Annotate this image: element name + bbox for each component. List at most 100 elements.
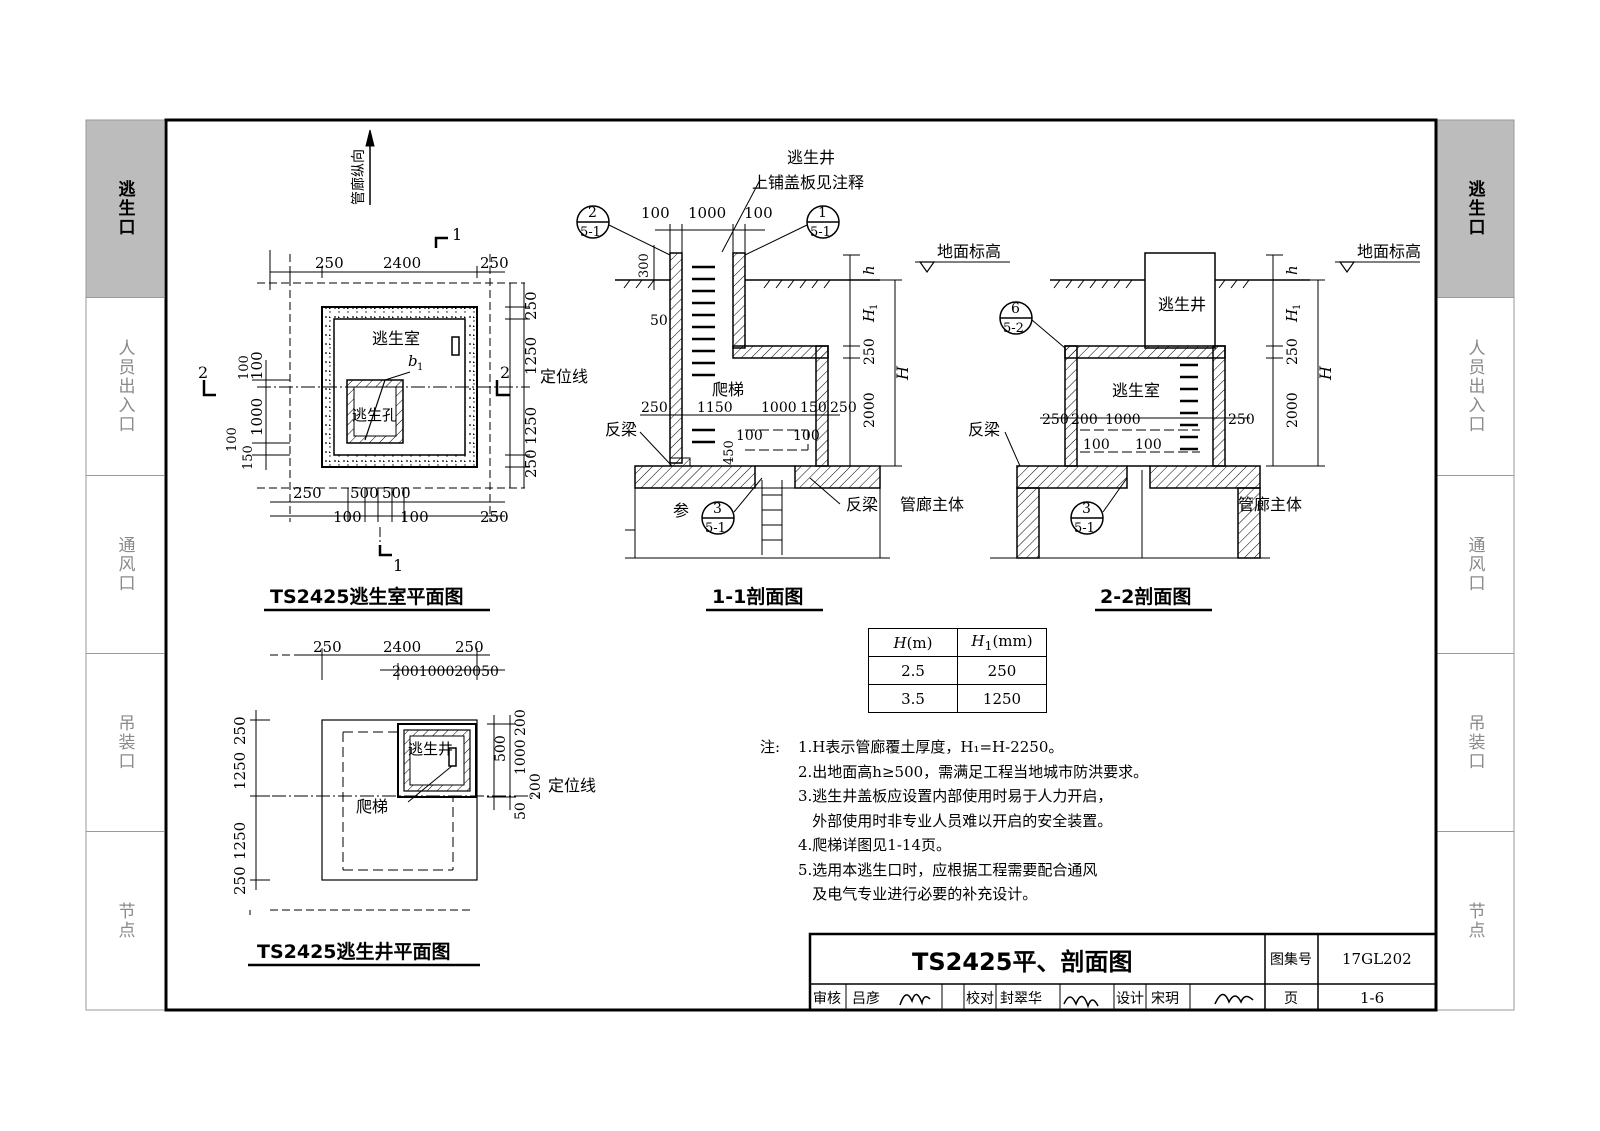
dim-text: 150 bbox=[800, 400, 827, 416]
table-header: H(m) bbox=[868, 628, 958, 657]
callout-num: 1 bbox=[818, 205, 827, 221]
H-label: H bbox=[893, 365, 912, 381]
dim-text: 1000 bbox=[1105, 412, 1141, 428]
dim-text: 100 bbox=[248, 351, 266, 380]
signature-checker bbox=[1063, 995, 1099, 1009]
header-unit: (m) bbox=[906, 633, 933, 652]
H1-subscript: 1 bbox=[869, 304, 880, 310]
tab-nodes-right[interactable]: 节点 bbox=[1436, 832, 1514, 1010]
atlas-label: 图集号 bbox=[1270, 951, 1312, 968]
tab-hoisting[interactable]: 吊装口 bbox=[86, 654, 164, 832]
hole-label: 逃生孔 bbox=[352, 406, 397, 424]
dim-text: 100 bbox=[225, 427, 240, 452]
well-label: 逃生井 bbox=[787, 148, 835, 167]
ground-label: 地面标高 bbox=[1357, 242, 1421, 261]
tab-personnel-entrance-right[interactable]: 人员出入口 bbox=[1436, 298, 1514, 476]
tab-personnel-entrance[interactable]: 人员出入口 bbox=[86, 298, 164, 476]
plan2-escape-well-plan bbox=[248, 648, 540, 967]
page-label: 页 bbox=[1284, 991, 1298, 1007]
dim-text: 100 bbox=[333, 508, 362, 526]
dim-text: 250 bbox=[830, 400, 857, 416]
dim-text: 1150 bbox=[697, 400, 733, 416]
dim-text: 250 bbox=[522, 449, 540, 478]
dim-text: 250 bbox=[231, 866, 249, 895]
callout-ref: 5-1 bbox=[810, 225, 831, 240]
section-1-1 bbox=[576, 179, 1010, 612]
note-item: 2.出地面高h≥500，需满足工程当地城市防洪要求。 bbox=[798, 762, 1149, 781]
direction-label: 管廊纵向 bbox=[350, 149, 367, 205]
header-subscript: 1 bbox=[984, 638, 993, 653]
locate-label: 定位线 bbox=[548, 776, 596, 795]
dim-text: 250 bbox=[1228, 412, 1255, 428]
note-item: 外部使用时非专业人员难以开启的安全装置。 bbox=[798, 811, 1113, 830]
main-frame bbox=[164, 118, 1438, 1012]
callout-num: 2 bbox=[588, 205, 597, 221]
table-cell: 1250 bbox=[957, 684, 1047, 713]
ladder-label: 爬梯 bbox=[356, 797, 388, 816]
plan1-title: TS2425逃生室平面图 bbox=[270, 585, 464, 608]
tab-label: 节点 bbox=[114, 902, 135, 940]
tab-label: 吊装口 bbox=[114, 714, 135, 771]
section1-title: 1-1剖面图 bbox=[712, 585, 803, 608]
cut-label-2-left: 2 bbox=[198, 363, 208, 382]
reverse-beam-label: 反梁 bbox=[846, 495, 878, 514]
north-arrow-icon bbox=[365, 129, 375, 205]
tab-nodes[interactable]: 节点 bbox=[86, 832, 164, 1010]
dim-text: 200100020050 bbox=[392, 664, 499, 680]
b-subscript: 1 bbox=[417, 362, 423, 373]
tab-ventilation-right[interactable]: 通风口 bbox=[1436, 476, 1514, 654]
dim-text: 1000 bbox=[513, 739, 529, 775]
note-item: 5.选用本逃生口时，应根据工程需要配合通风 bbox=[798, 860, 1098, 879]
dim-text: 1000 bbox=[688, 204, 726, 222]
table-row: 2.5 250 bbox=[868, 656, 1047, 685]
note-item: 4.爬梯详图见1-14页。 bbox=[798, 836, 952, 854]
dim-text: 1250 bbox=[231, 822, 249, 860]
callout-num: 3 bbox=[713, 501, 722, 517]
dim-text: 250 bbox=[455, 638, 484, 656]
table-row: 3.5 1250 bbox=[868, 684, 1047, 713]
dim-text: 250 bbox=[315, 254, 344, 272]
room-label: 逃生室 bbox=[372, 329, 420, 348]
plan2-title: TS2425逃生井平面图 bbox=[257, 940, 451, 963]
ladder-label: 爬梯 bbox=[712, 380, 744, 399]
cut-label-1-bottom: 1 bbox=[393, 556, 403, 575]
table-cell: 250 bbox=[957, 656, 1047, 685]
tab-hoisting-right[interactable]: 吊装口 bbox=[1436, 654, 1514, 832]
dim-text: 2000 bbox=[862, 392, 878, 428]
dim-text: 250 bbox=[480, 254, 509, 272]
dim-text: 300 bbox=[637, 253, 652, 278]
checker-name: 封翠华 bbox=[1000, 991, 1042, 1007]
cover-note: 上铺盖板见注释 bbox=[752, 173, 864, 192]
dim-text: 2400 bbox=[383, 638, 421, 656]
design-label: 设计 bbox=[1116, 991, 1144, 1007]
designer-name: 宋玥 bbox=[1151, 991, 1179, 1007]
dim-text: 250 bbox=[1042, 412, 1069, 428]
tab-label: 人员出入口 bbox=[114, 339, 135, 434]
dim-text: 50 bbox=[650, 313, 668, 329]
tab-escape-exit-right[interactable]: 逃生口 bbox=[1436, 120, 1514, 298]
dim-text: 100 bbox=[1083, 437, 1110, 453]
dim-text: 250 bbox=[313, 638, 342, 656]
h-label: h bbox=[860, 265, 878, 275]
dim-text: 100 bbox=[1135, 437, 1162, 453]
tab-ventilation[interactable]: 通风口 bbox=[86, 476, 164, 654]
ground-label: 地面标高 bbox=[937, 242, 1001, 261]
section2-title: 2-2剖面图 bbox=[1100, 585, 1191, 608]
tab-escape-exit[interactable]: 逃生口 bbox=[86, 120, 164, 298]
callout-num: 6 bbox=[1011, 301, 1020, 317]
dim-text: 1000 bbox=[761, 400, 797, 416]
callout-ref: 5-1 bbox=[705, 521, 726, 536]
dim-text: 100 bbox=[793, 428, 820, 444]
plan1-escape-room-plan bbox=[202, 129, 530, 612]
tab-label: 节点 bbox=[1464, 902, 1485, 940]
table-cell: 3.5 bbox=[868, 684, 958, 713]
tab-label: 吊装口 bbox=[1464, 714, 1485, 771]
dim-text: 500 bbox=[382, 484, 411, 502]
tab-label: 通风口 bbox=[114, 536, 135, 593]
dim-text: 200 bbox=[1071, 412, 1098, 428]
signature-reviewer bbox=[899, 993, 931, 1006]
dim-text: 1250 bbox=[522, 337, 540, 375]
note-item: 及电气专业进行必要的补充设计。 bbox=[798, 885, 1038, 903]
